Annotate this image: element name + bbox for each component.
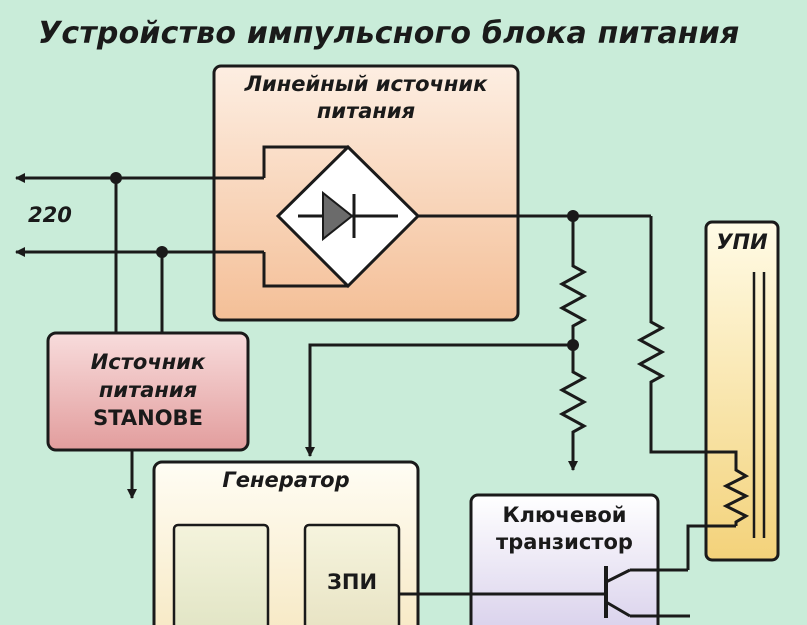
junction-dot <box>156 246 168 258</box>
resistor-icon <box>558 262 588 330</box>
resistor-icon <box>636 318 666 386</box>
standby-supply-block <box>46 331 250 452</box>
transistor-emitter <box>605 600 631 618</box>
zpi-subblock <box>303 523 401 625</box>
resistor-icon <box>722 466 750 526</box>
upi-block <box>704 220 780 562</box>
upi-feed-wire <box>649 386 738 466</box>
feedback-wire <box>305 343 573 457</box>
upi-label: УПИ <box>716 230 768 254</box>
junction-dot <box>110 172 122 184</box>
standby-label-3: STANOBE <box>93 406 203 430</box>
bridge-input-bottom-wire <box>262 252 348 288</box>
transistor-label-2: транзистор <box>496 530 633 554</box>
transistor-collector <box>605 568 631 584</box>
resistor-icon <box>558 368 588 436</box>
mains-label: 220 <box>28 203 72 227</box>
standby-label-2: питания <box>98 378 198 402</box>
linear-supply-label-1: Линейный источник <box>244 72 488 96</box>
transistor-label-1: Ключевой <box>502 503 627 527</box>
standby-label-1: Источник <box>90 350 206 374</box>
diode-triangle <box>322 190 354 242</box>
generator-label: Генератор <box>222 468 350 492</box>
upi-output-wire <box>686 524 736 570</box>
linear-supply-label-2: питания <box>316 99 416 123</box>
page-title: Устройство импульсного блока питания <box>38 16 740 51</box>
bridge-input-top-wire <box>262 145 348 178</box>
zpi-label: ЗПИ <box>326 570 378 594</box>
generator-left-subblock <box>172 523 270 625</box>
